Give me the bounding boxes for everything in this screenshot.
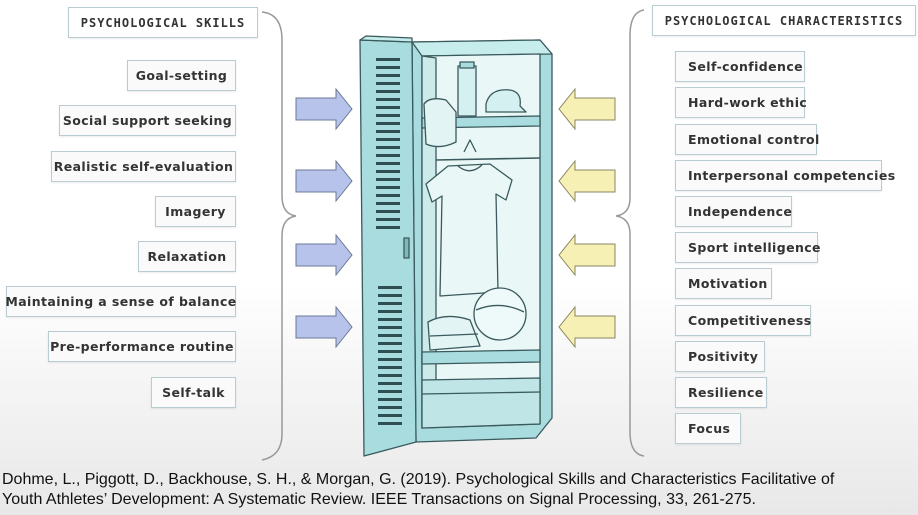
skill-goal-setting: Goal-setting <box>127 60 236 91</box>
skill-maintaining-balance: Maintaining a sense of balance <box>5 286 236 317</box>
skill-realistic-self-evaluation: Realistic self-evaluation <box>51 151 236 182</box>
right-brace <box>615 9 645 457</box>
citation-line-1: Dohme, L., Piggott, D., Backhouse, S. H.… <box>2 471 835 488</box>
characteristic-arrow-1 <box>558 87 616 131</box>
characteristic-emotional-control: Emotional control <box>675 124 819 155</box>
characteristic-hard-work-ethic: Hard-work ethic <box>675 87 807 118</box>
characteristic-arrow-2 <box>558 159 616 203</box>
characteristic-arrow-4 <box>558 305 616 349</box>
psychological-characteristics-header: PSYCHOLOGICAL CHARACTERISTICS <box>652 5 916 36</box>
characteristic-self-confidence: Self-confidence <box>675 51 805 82</box>
characteristic-sport-intelligence: Sport intelligence <box>675 232 821 263</box>
skill-arrow-4 <box>295 305 353 349</box>
skill-social-support-seeking: Social support seeking <box>59 105 236 136</box>
diagram-artwork <box>261 9 645 461</box>
locker-illustration <box>359 35 553 457</box>
characteristic-independence: Independence <box>675 196 792 227</box>
skill-arrows <box>295 87 353 349</box>
citation-line-2: Youth Athletes’ Development: A Systemati… <box>2 491 756 508</box>
characteristic-motivation: Motivation <box>675 268 772 299</box>
characteristic-interpersonal-competencies: Interpersonal competencies <box>675 160 895 191</box>
skill-imagery: Imagery <box>155 196 236 227</box>
skill-pre-performance-routine: Pre-performance routine <box>48 331 236 362</box>
skill-arrow-2 <box>295 159 353 203</box>
skill-self-talk: Self-talk <box>151 377 236 408</box>
characteristic-positivity: Positivity <box>675 341 765 372</box>
characteristic-arrow-3 <box>558 233 616 277</box>
skill-relaxation: Relaxation <box>138 241 236 272</box>
left-brace <box>261 11 297 461</box>
characteristic-resilience: Resilience <box>675 377 767 408</box>
skill-arrow-3 <box>295 233 353 277</box>
characteristic-arrows <box>558 87 616 349</box>
skill-arrow-1 <box>295 87 353 131</box>
characteristic-focus: Focus <box>675 413 741 444</box>
psychological-skills-header: PSYCHOLOGICAL SKILLS <box>68 7 258 38</box>
citation: Dohme, L., Piggott, D., Backhouse, S. H.… <box>2 470 917 510</box>
characteristic-competitiveness: Competitiveness <box>675 305 811 336</box>
